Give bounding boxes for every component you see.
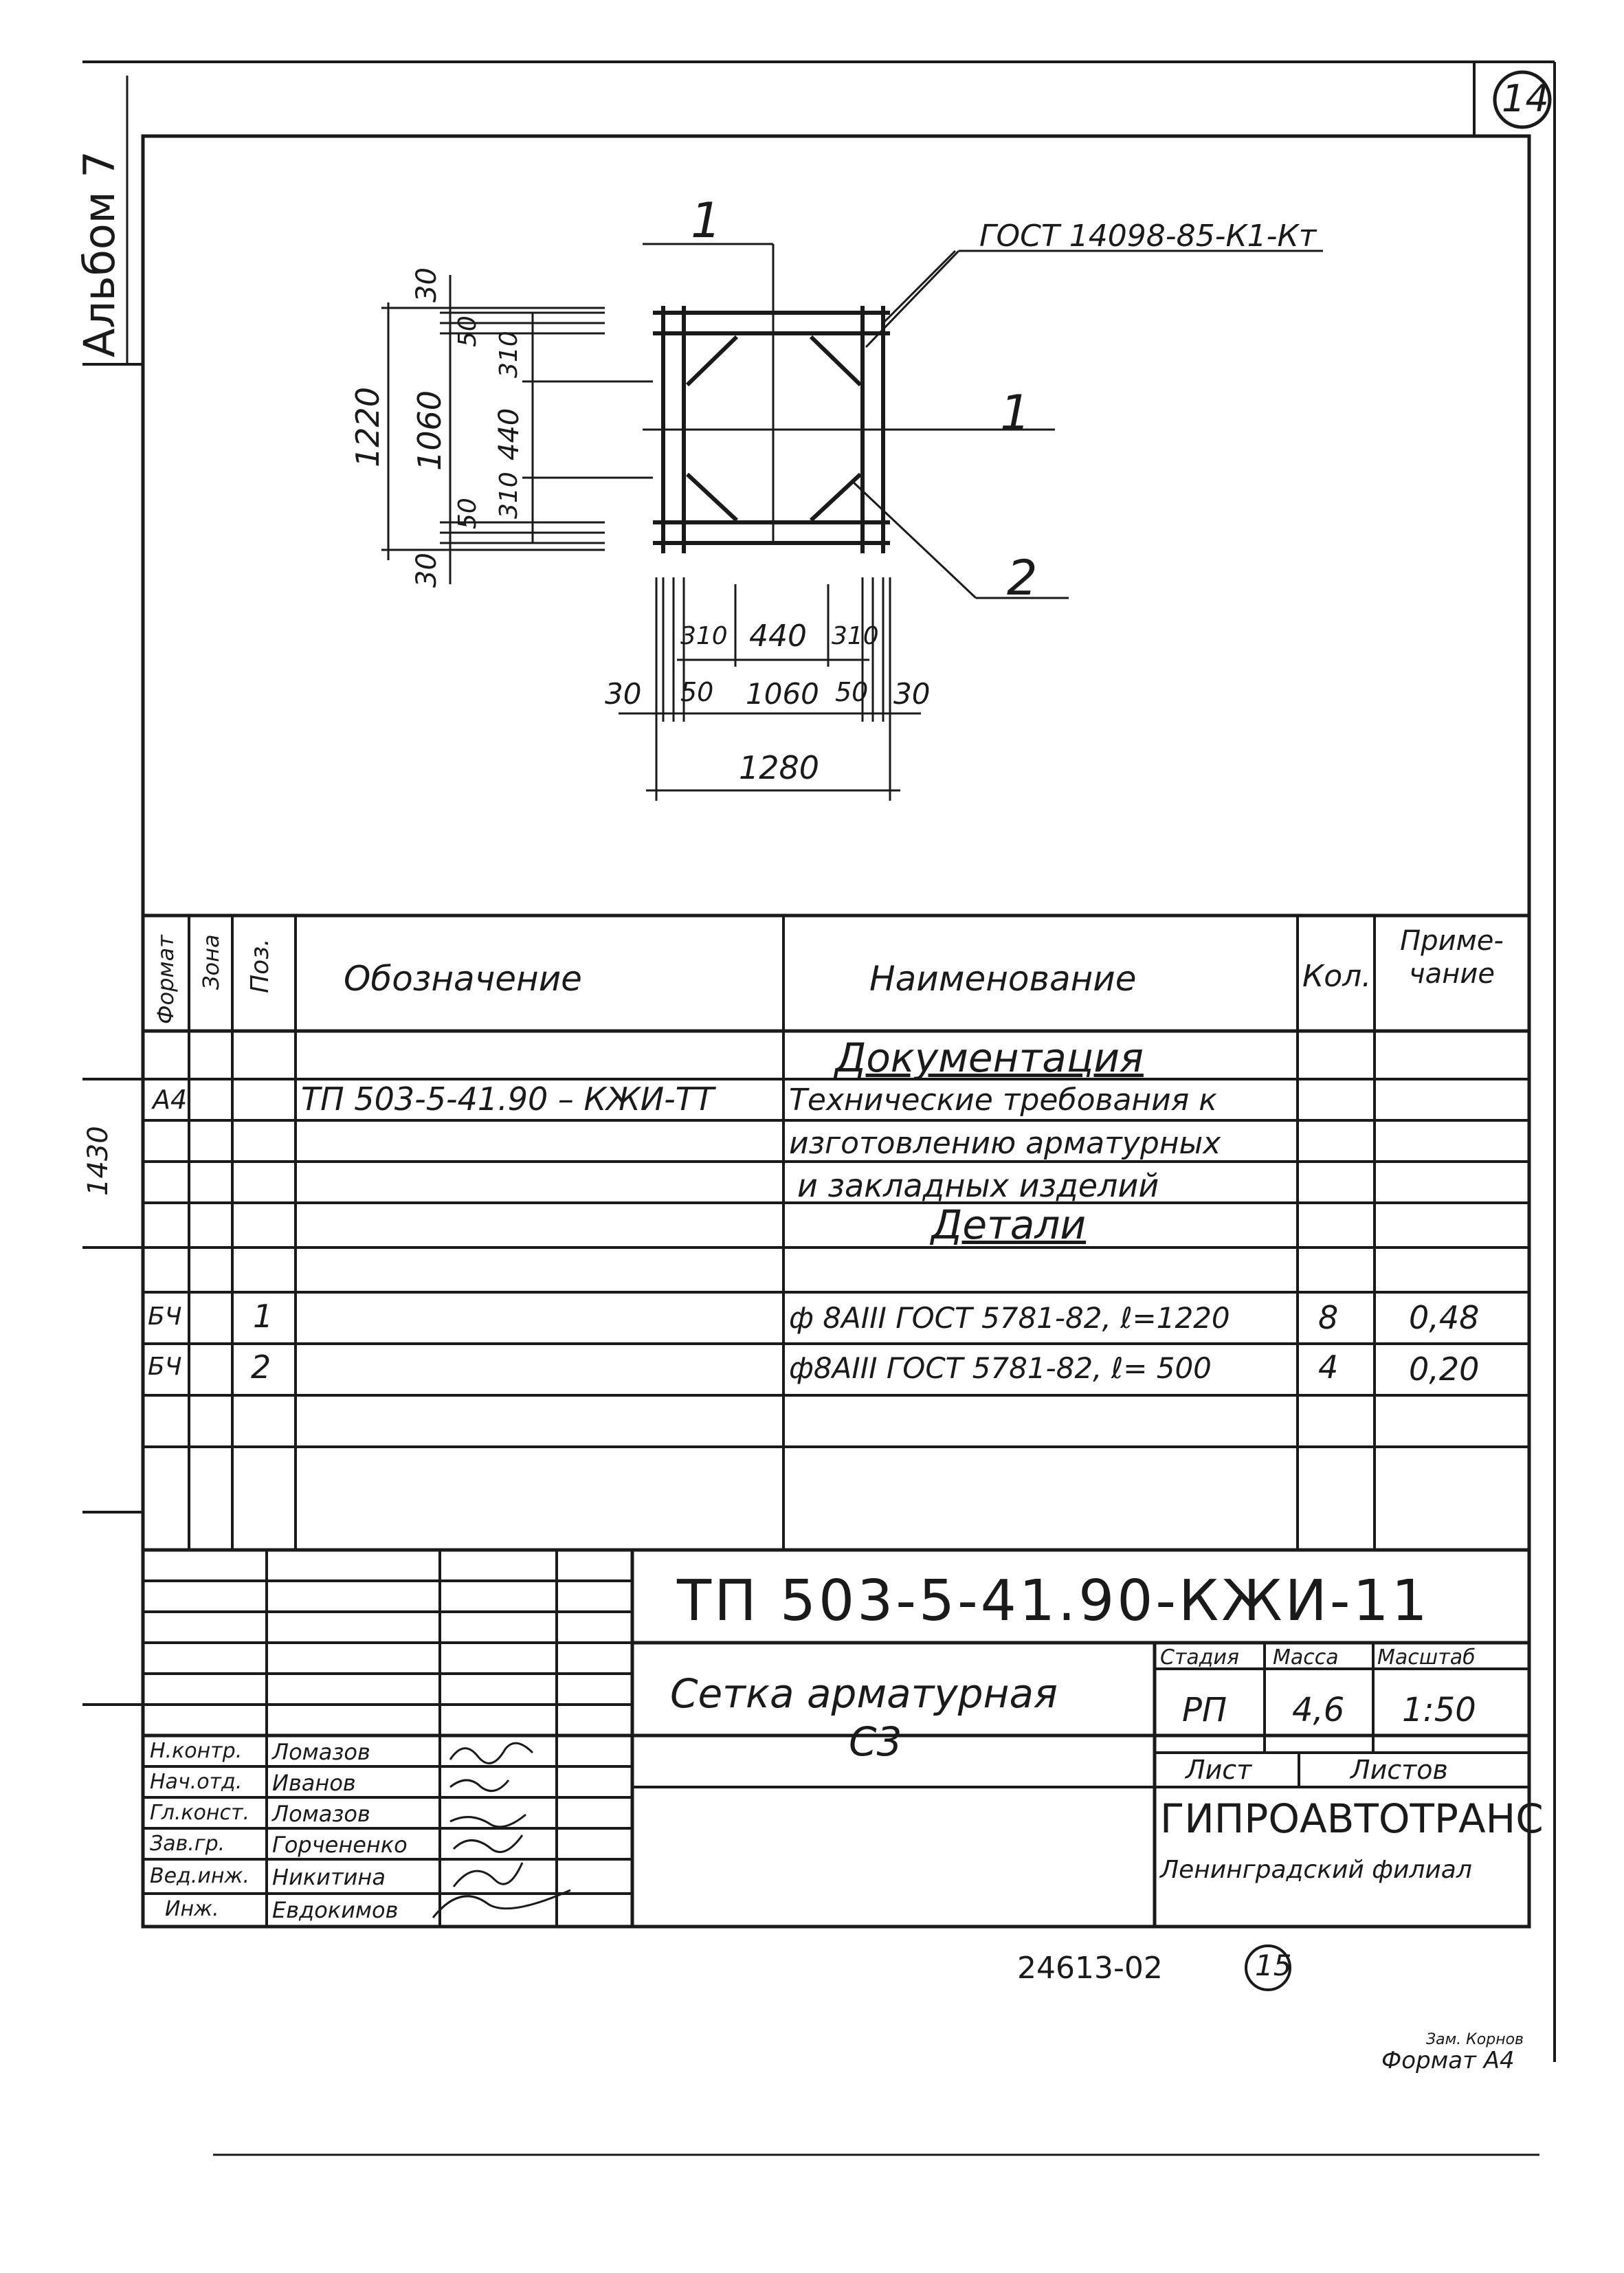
- side-label: Альбом 7: [74, 151, 124, 357]
- dim-1060: 1060: [411, 390, 448, 471]
- page-number: 14: [1502, 77, 1549, 120]
- format-label: Формат А4: [1381, 2047, 1515, 2074]
- side-inventory: 1430: [82, 1126, 114, 1196]
- row3-name: и закладных изделий: [797, 1167, 1159, 1204]
- row4-name: ф 8АIII ГОСТ 5781-82, ℓ=1220: [789, 1301, 1230, 1335]
- scale-value: 1:50: [1402, 1691, 1476, 1729]
- row1-name: Технические требования к: [789, 1083, 1217, 1118]
- section-details: Детали: [931, 1201, 1087, 1248]
- signer-name-1: Ломазов: [272, 1739, 370, 1765]
- row4-format: БЧ: [148, 1302, 182, 1331]
- mass-label: Масса: [1273, 1645, 1339, 1670]
- signature-scribbles: [432, 1742, 571, 1918]
- stage-label: Стадия: [1160, 1645, 1240, 1670]
- dim-30-top: 30: [411, 267, 443, 302]
- dim-50-bottom: 50: [454, 498, 482, 529]
- callout-1-right: 1: [1000, 385, 1031, 441]
- sheets-label: Листов: [1350, 1755, 1448, 1785]
- branch: Ленинградский филиал: [1160, 1856, 1472, 1884]
- format-note: Зам. Корнов: [1426, 2031, 1524, 2048]
- header-pos: Поз.: [246, 938, 274, 993]
- header-qty: Кол.: [1302, 959, 1372, 994]
- weld-standard: ГОСТ 14098-85-К1-Кт: [979, 219, 1317, 254]
- section-docs: Документация: [835, 1034, 1144, 1081]
- row4-pos: 1: [253, 1298, 274, 1335]
- row4-note: 0,48: [1409, 1299, 1480, 1336]
- header-designation: Обозначение: [344, 959, 582, 999]
- title-line1: Сетка арматурная: [670, 1670, 1058, 1717]
- row5-name: ф8АIII ГОСТ 5781-82, ℓ= 500: [789, 1351, 1212, 1385]
- header-format: Формат: [153, 935, 179, 1024]
- dim-50-top: 50: [454, 315, 482, 347]
- title-block-grid: [143, 1549, 1529, 1928]
- dim-310-bottom: 310: [495, 472, 523, 519]
- row5-qty: 4: [1318, 1349, 1339, 1386]
- signer-name-4: Горчененко: [272, 1832, 408, 1858]
- dim-30-bottom: 30: [411, 553, 443, 588]
- dim-1060-bottom: 1060: [746, 677, 819, 711]
- signer-role-4: Зав.гр.: [150, 1832, 225, 1856]
- signer-name-6: Евдокимов: [272, 1897, 399, 1923]
- row2-name: изготовлению арматурных: [789, 1126, 1221, 1161]
- stage-value: РП: [1182, 1691, 1227, 1729]
- row4-qty: 8: [1318, 1299, 1339, 1336]
- dim-310-top: 310: [495, 331, 523, 378]
- left-dimension-chain: [381, 275, 653, 584]
- sheet-label: Лист: [1186, 1755, 1252, 1785]
- dim-310-right: 310: [832, 622, 879, 650]
- signer-role-3: Гл.конст.: [150, 1801, 250, 1825]
- dim-440: 440: [493, 408, 525, 461]
- scale-label: Масштаб: [1377, 1645, 1476, 1670]
- organization: ГИПРОАВТОТРАНС: [1160, 1795, 1544, 1842]
- dim-1220: 1220: [349, 386, 386, 467]
- callout-2: 2: [1007, 550, 1038, 606]
- bottom-code: 24613-02: [1017, 1951, 1163, 1986]
- spec-table-grid: [143, 913, 1529, 1552]
- callout-1-top: 1: [691, 192, 722, 249]
- header-name: Наименование: [869, 959, 1137, 999]
- row5-format: БЧ: [148, 1353, 182, 1381]
- row5-note: 0,20: [1409, 1351, 1480, 1388]
- mesh-plan: [653, 306, 890, 553]
- signer-role-6: Инж.: [165, 1897, 219, 1921]
- bottom-page-number: 15: [1255, 1949, 1292, 1982]
- page-number-circle: [1493, 70, 1552, 129]
- dim-310-left: 310: [680, 622, 728, 650]
- title-line2: С3: [849, 1718, 902, 1765]
- signer-role-1: Н.контр.: [150, 1739, 243, 1763]
- header-note: Приме- чание: [1400, 925, 1504, 990]
- mass-value: 4,6: [1292, 1691, 1345, 1729]
- signer-name-5: Никитина: [272, 1864, 386, 1890]
- dim-440-bottom: 440: [749, 619, 807, 654]
- bottom-dimension-chain: [619, 577, 921, 801]
- dim-50-left: 50: [680, 677, 714, 707]
- row5-pos: 2: [251, 1349, 271, 1386]
- row1-format: А4: [153, 1085, 188, 1115]
- signer-name-2: Иванов: [272, 1770, 356, 1796]
- bottom-page-circle: [1245, 1944, 1291, 1991]
- dim-1280: 1280: [739, 749, 820, 786]
- document-code: ТП 503-5-41.90-КЖИ-11: [677, 1568, 1430, 1634]
- dim-30-left: 30: [605, 677, 642, 711]
- signer-role-5: Вед.инж.: [150, 1864, 249, 1888]
- signer-role-2: Нач.отд.: [150, 1770, 243, 1794]
- dim-30-right: 30: [893, 677, 931, 711]
- signer-name-3: Ломазов: [272, 1801, 370, 1827]
- header-zone: Зона: [198, 934, 224, 990]
- row1-designation: ТП 503-5-41.90 – КЖИ-ТТ: [301, 1080, 714, 1118]
- dim-50-right: 50: [835, 677, 869, 707]
